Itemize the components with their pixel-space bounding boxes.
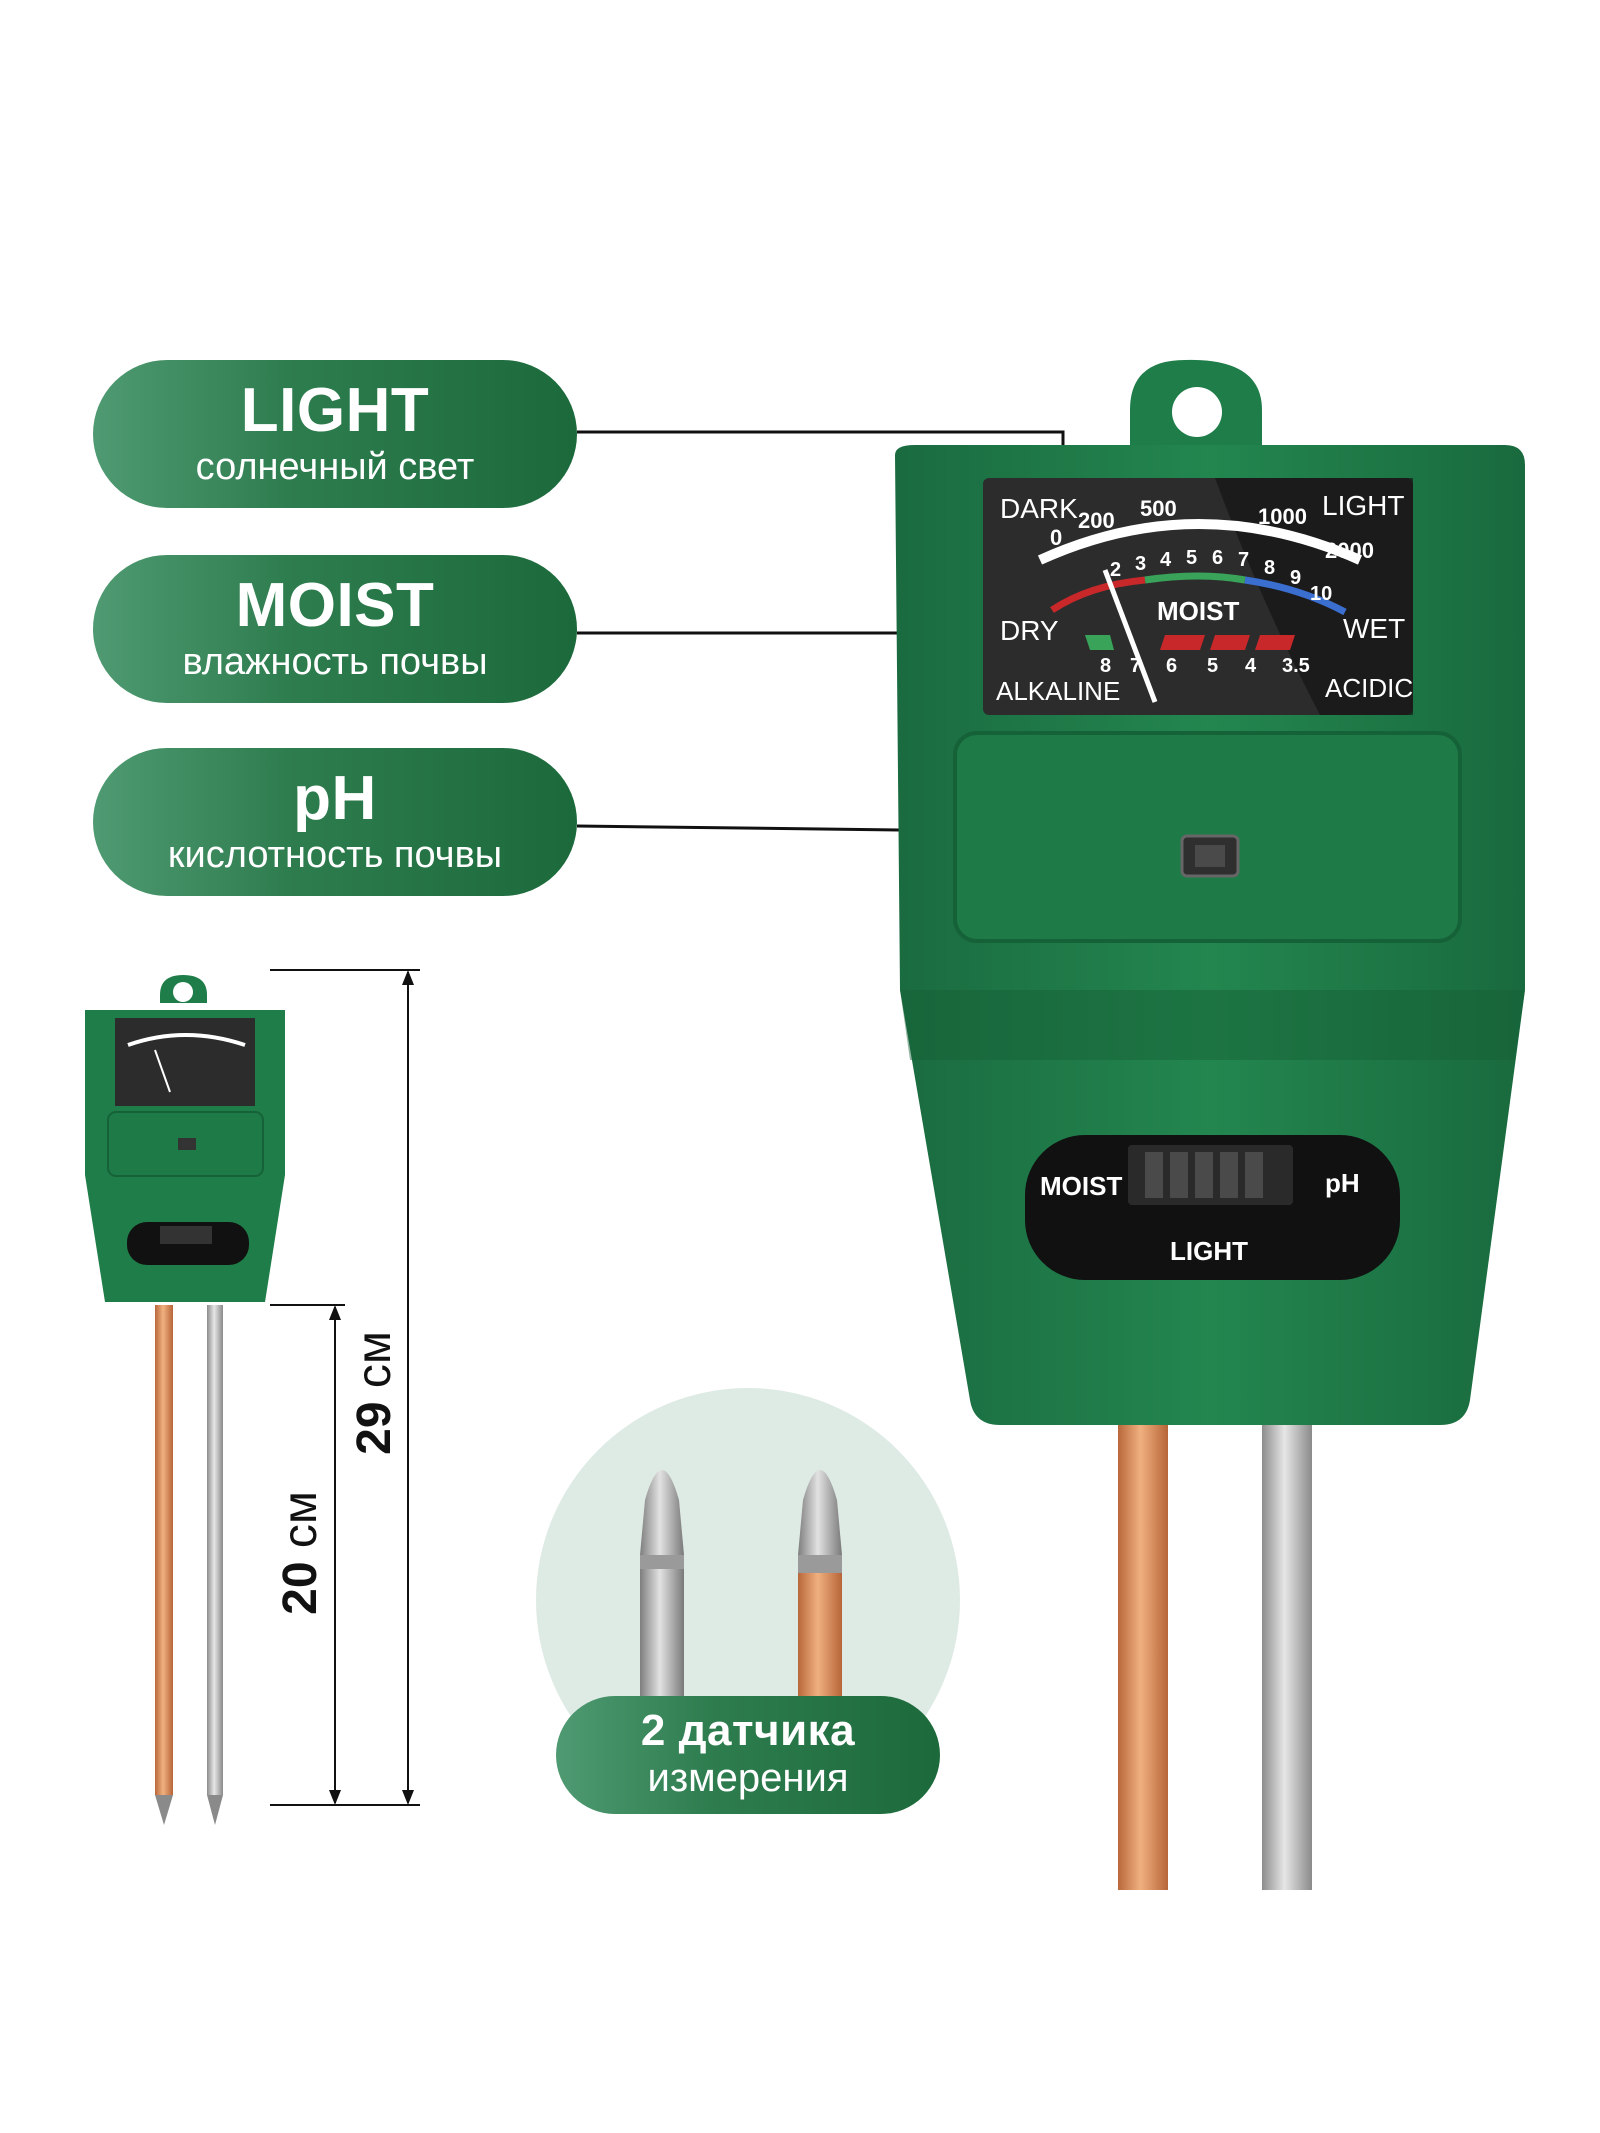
- moist-callout-subtitle: влажность почвы: [182, 640, 488, 683]
- moist-arc-blue: [1244, 576, 1347, 616]
- gauge-dark-label: DARK: [1000, 493, 1078, 524]
- moist-scale-3: 3: [1135, 553, 1146, 575]
- moist-arc-green: [1144, 572, 1246, 584]
- ph-callout-title: pH: [293, 763, 377, 833]
- sensors-callout-subtitle: измерения: [647, 1756, 849, 1801]
- light-scale-500: 500: [1140, 496, 1177, 521]
- copper-probe: [1118, 1400, 1168, 1890]
- gauge-light-label: LIGHT: [1322, 490, 1404, 521]
- light-callout: LIGHT солнечный свет: [93, 360, 577, 508]
- mode-switch-plate: [1025, 1135, 1400, 1280]
- gauge-alkaline-label: ALKALINE: [996, 676, 1120, 706]
- moist-scale-9: 9: [1290, 567, 1301, 589]
- moist-callout-title: MOIST: [235, 570, 435, 640]
- ph-callout-subtitle: кислотность почвы: [167, 833, 503, 876]
- moist-scale-8: 8: [1264, 557, 1275, 579]
- moist-scale-6: 6: [1212, 547, 1223, 569]
- sensors-callout: 2 датчика измерения: [556, 1696, 940, 1814]
- ph-scale-5: 5: [1207, 655, 1218, 677]
- ph-scale-3-5: 3.5: [1282, 655, 1310, 677]
- switch-moist-label: MOIST: [1040, 1171, 1122, 1201]
- steel-probe: [1262, 1400, 1312, 1890]
- moist-scale-2: 2: [1110, 559, 1121, 581]
- gauge-acidic-label: ACIDIC: [1325, 673, 1413, 703]
- moist-scale-4: 4: [1160, 549, 1172, 571]
- light-scale-0: 0: [1050, 525, 1062, 550]
- moist-callout: MOIST влажность почвы: [93, 555, 577, 703]
- moist-scale-7: 7: [1238, 549, 1249, 571]
- ph-scale-6: 6: [1166, 655, 1177, 677]
- switch-light-label: LIGHT: [1170, 1236, 1248, 1266]
- gauge-dry-label: DRY: [1000, 615, 1059, 646]
- light-scale-200: 200: [1078, 508, 1115, 533]
- body-shoulder-shade: [900, 990, 1525, 1060]
- ph-callout: pH кислотность почвы: [93, 748, 577, 896]
- ph-band-green: [1085, 635, 1114, 650]
- gauge-wet-label: WET: [1343, 613, 1405, 644]
- light-scale-2000: 2000: [1325, 538, 1374, 563]
- gauge-moist-label: MOIST: [1157, 596, 1239, 626]
- light-scale-1000: 1000: [1258, 504, 1307, 529]
- switch-ph-label: pH: [1325, 1168, 1360, 1198]
- copper-probe-tip: [798, 1470, 842, 1555]
- moist-scale-10: 10: [1310, 583, 1332, 605]
- gauge-needle: [1102, 569, 1158, 703]
- hanging-hole: [1172, 387, 1222, 437]
- light-callout-title: LIGHT: [240, 375, 430, 445]
- ph-band-red-3: [1255, 635, 1295, 650]
- steel-probe-tip: [640, 1470, 684, 1555]
- light-callout-subtitle: солнечный свет: [195, 445, 475, 488]
- ph-scale-7: 7: [1130, 655, 1141, 677]
- sensors-callout-title: 2 датчика: [640, 1705, 856, 1755]
- ph-scale-4: 4: [1245, 655, 1257, 677]
- ph-band-red-1: [1160, 635, 1205, 650]
- ph-band-red-2: [1210, 635, 1250, 650]
- moist-arc-red: [1050, 576, 1146, 613]
- ph-scale-8: 8: [1100, 655, 1111, 677]
- moist-scale-5: 5: [1186, 547, 1197, 569]
